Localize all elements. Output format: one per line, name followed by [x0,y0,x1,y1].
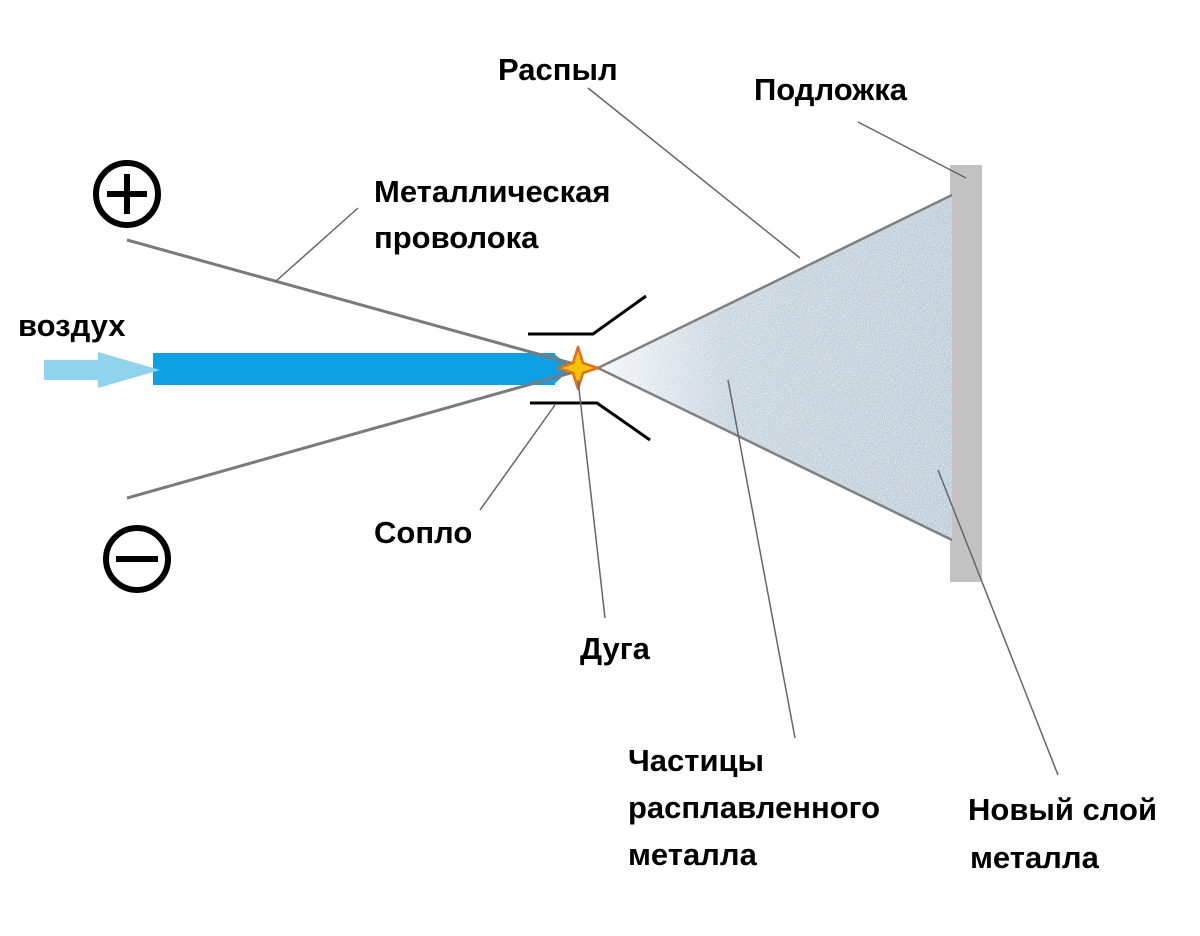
substrate-plate [950,165,982,582]
label-particles-line3: металла [628,837,758,872]
plus-circle-icon [93,160,161,228]
leader-spray [587,87,801,259]
leader-substrate [857,121,967,179]
label-new-layer-line2: металла [970,840,1100,875]
label-particles-line1: Частицы [628,743,764,778]
leader-lines [274,87,1059,776]
leader-particles [727,379,796,739]
arc-spark-icon [556,345,600,391]
nozzle-top [528,294,647,336]
wire-bottom [126,370,575,500]
label-wire-line2: проволока [374,220,539,255]
label-spray: Распыл [498,52,618,87]
label-new-layer-line1: Новый слой [968,792,1157,827]
leader-new-layer [937,469,1059,776]
leader-wire [274,207,359,283]
leader-nozzle [479,404,556,511]
minus-circle-icon [103,525,171,593]
spray-cone [598,195,952,540]
air-arrow-icon [44,352,160,388]
label-arc: Дуга [580,631,651,666]
wire-top [126,238,575,366]
label-substrate: Подложка [754,72,908,107]
spray-cone-edge-top [597,193,953,370]
label-wire-line1: Металлическая [374,174,610,209]
spray-cone-edge-bottom [597,366,953,542]
label-air: воздух [18,308,126,343]
air-jet [153,353,555,385]
nozzle-bottom [530,401,651,442]
label-nozzle: Сопло [374,515,472,550]
leader-arc [577,379,606,619]
label-particles-line2: расплавленного [628,790,880,825]
